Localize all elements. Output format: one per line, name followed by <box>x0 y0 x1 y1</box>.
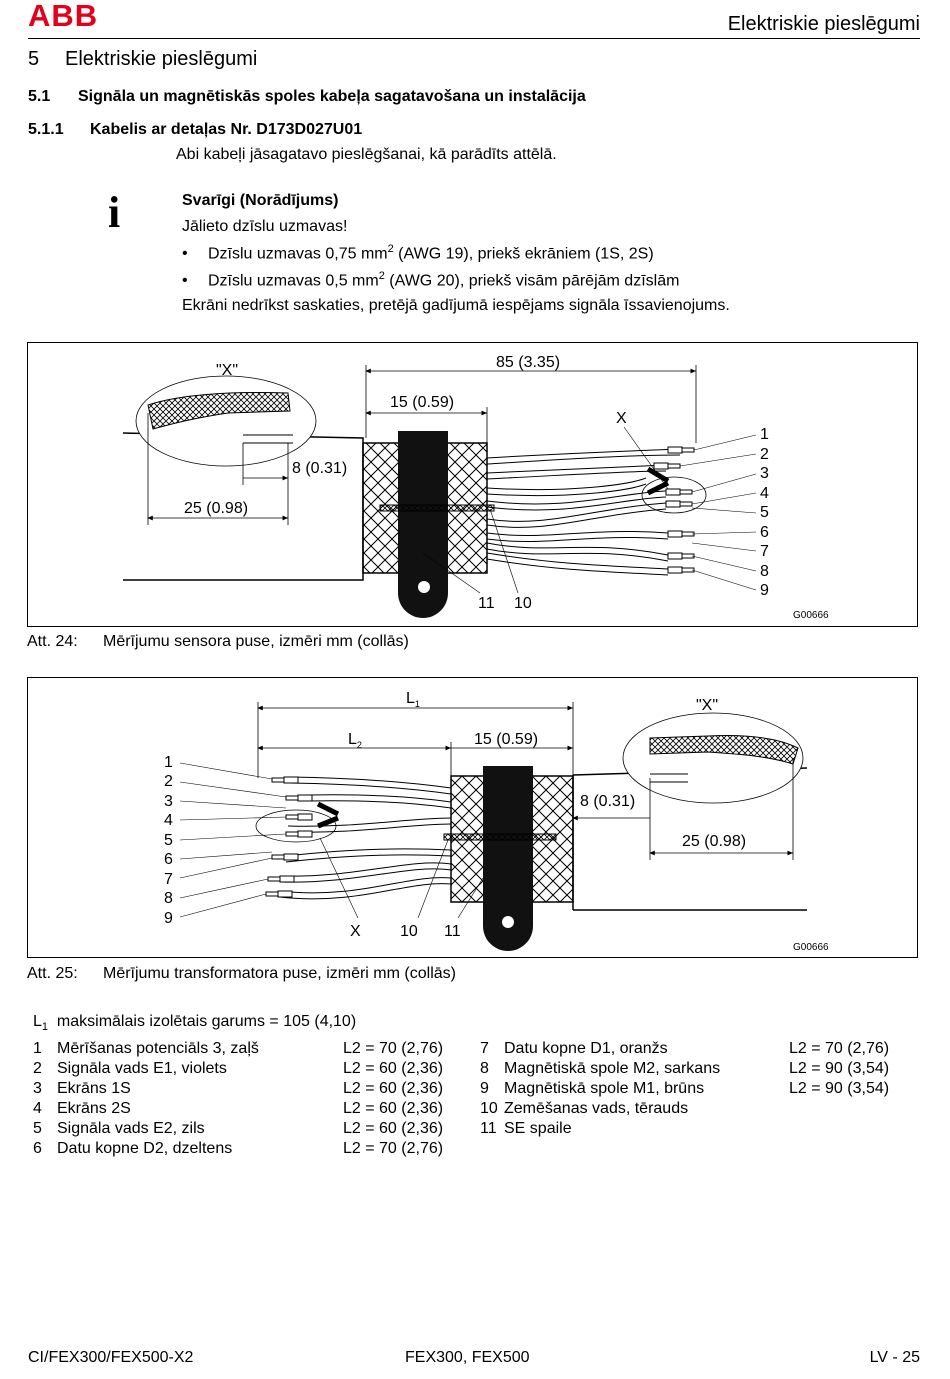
wire-number: 5 <box>164 832 173 849</box>
ferrules <box>265 776 313 898</box>
figure-code: G00666 <box>793 610 829 621</box>
label-11: 11 <box>478 595 495 612</box>
header-divider <box>28 38 920 39</box>
label-dim-25: 25 (0.98) <box>184 500 248 517</box>
legend-value: L2 = 70 (2,76) <box>343 1040 444 1057</box>
footer-page: LV - 25 <box>869 1349 920 1366</box>
label-dim-sleeve: 15 (0.59) <box>390 394 454 411</box>
legend-value: L2 = 60 (2,36) <box>343 1080 444 1097</box>
abb-logo: ABB <box>28 0 99 33</box>
se-clip <box>398 431 448 618</box>
wire-number: 7 <box>164 871 173 888</box>
note-bullet: •Dzīslu uzmavas 0,5 mm2 (AWG 20), priekš… <box>182 270 680 290</box>
detail-circle-x <box>641 476 707 514</box>
wire-number: 3 <box>164 793 173 810</box>
figure-sensor-side: "X" 85 (3.35) 15 (0.59) 8 (0.31) 25 (0.9… <box>27 342 918 627</box>
legend-value: L2 = 60 (2,36) <box>343 1120 444 1137</box>
label-dim-25: 25 (0.98) <box>682 833 746 850</box>
info-icon: i <box>108 188 121 237</box>
wire-number: 9 <box>760 582 769 599</box>
figure-code: G00666 <box>793 942 829 953</box>
detail-circle-x <box>255 809 337 843</box>
wire-number: 2 <box>164 773 173 790</box>
se-clip-hole <box>418 581 430 593</box>
grounding-wire <box>443 833 557 841</box>
wire-number: 4 <box>760 485 769 502</box>
label-l2: L2 <box>348 731 362 750</box>
label-x-detail: "X" <box>696 697 718 714</box>
se-clip <box>483 766 533 951</box>
wire-number: 8 <box>164 890 173 907</box>
figure2-caption: Att. 25:Mērījumu transformatora puse, iz… <box>27 965 456 982</box>
wire-numbers: 1 2 3 4 5 6 7 8 9 <box>760 426 769 599</box>
label-dim-8: 8 (0.31) <box>292 460 347 477</box>
grounding-wire <box>379 504 495 512</box>
wire-number: 8 <box>760 563 769 580</box>
header-title: Elektriskie pieslēgumi <box>727 13 920 35</box>
wire-number: 5 <box>760 504 769 521</box>
label-dim-8: 8 (0.31) <box>580 793 635 810</box>
note-bullet: •Dzīslu uzmavas 0,75 mm2 (AWG 19), priek… <box>182 243 654 263</box>
leader-lines <box>179 762 484 919</box>
wires <box>279 776 452 900</box>
note-text: Jālieto dzīslu uzmavas! <box>182 218 348 235</box>
figure-transformer-side: L1 L2 15 (0.59) "X" 8 (0.31) 25 (0.98) X… <box>27 677 918 958</box>
legend-value: L2 = 70 (2,76) <box>343 1140 444 1157</box>
label-10: 10 <box>400 923 418 940</box>
footer-product: FEX300, FEX500 <box>405 1349 530 1366</box>
se-clip-hole <box>502 916 514 928</box>
label-dim-total: 85 (3.35) <box>496 354 560 371</box>
label-dim-sleeve: 15 (0.59) <box>474 731 538 748</box>
detail-ellipse-x <box>622 712 804 804</box>
wire-number: 6 <box>164 851 173 868</box>
wire-numbers: 1 2 3 4 5 6 7 8 9 <box>164 754 173 927</box>
legend-value: L2 = 60 (2,36) <box>343 1060 444 1077</box>
label-x: X <box>616 410 627 427</box>
label-10: 10 <box>514 595 532 612</box>
note-title: Svarīgi (Norādījums) <box>182 192 339 209</box>
wire-number: 7 <box>760 543 769 560</box>
legend-value: L2 = 60 (2,36) <box>343 1100 444 1117</box>
label-x-detail: "X" <box>216 362 238 379</box>
wire-number: 9 <box>164 910 173 927</box>
note-footer: Ekrāni nedrīkst saskaties, pretējā gadīj… <box>182 297 730 314</box>
footer-doc-id: CI/FEX300/FEX500-X2 <box>28 1349 194 1366</box>
detail-shield <box>147 392 291 430</box>
wire-number: 3 <box>760 465 769 482</box>
l1-note: L1 maksimālais izolētais garums = 105 (4… <box>33 1013 357 1034</box>
legend-value: L2 = 90 (3,54) <box>789 1080 890 1097</box>
legend-value: L2 = 70 (2,76) <box>789 1040 890 1057</box>
label-11: 11 <box>444 923 461 940</box>
label-x: X <box>350 923 361 940</box>
wire-number: 6 <box>760 524 769 541</box>
wire-number: 2 <box>760 446 769 463</box>
wire-number: 1 <box>760 426 769 443</box>
wires <box>486 448 681 576</box>
wire-number: 1 <box>164 754 173 771</box>
intro-text: Abi kabeļi jāsagatavo pieslēgšanai, kā p… <box>176 146 557 163</box>
wire-number: 4 <box>164 812 173 829</box>
label-l1: L1 <box>406 690 420 709</box>
figure1-caption: Att. 24:Mērījumu sensora puse, izmēri mm… <box>27 633 409 650</box>
leader-lines <box>422 426 757 594</box>
legend-value: L2 = 90 (3,54) <box>789 1060 890 1077</box>
